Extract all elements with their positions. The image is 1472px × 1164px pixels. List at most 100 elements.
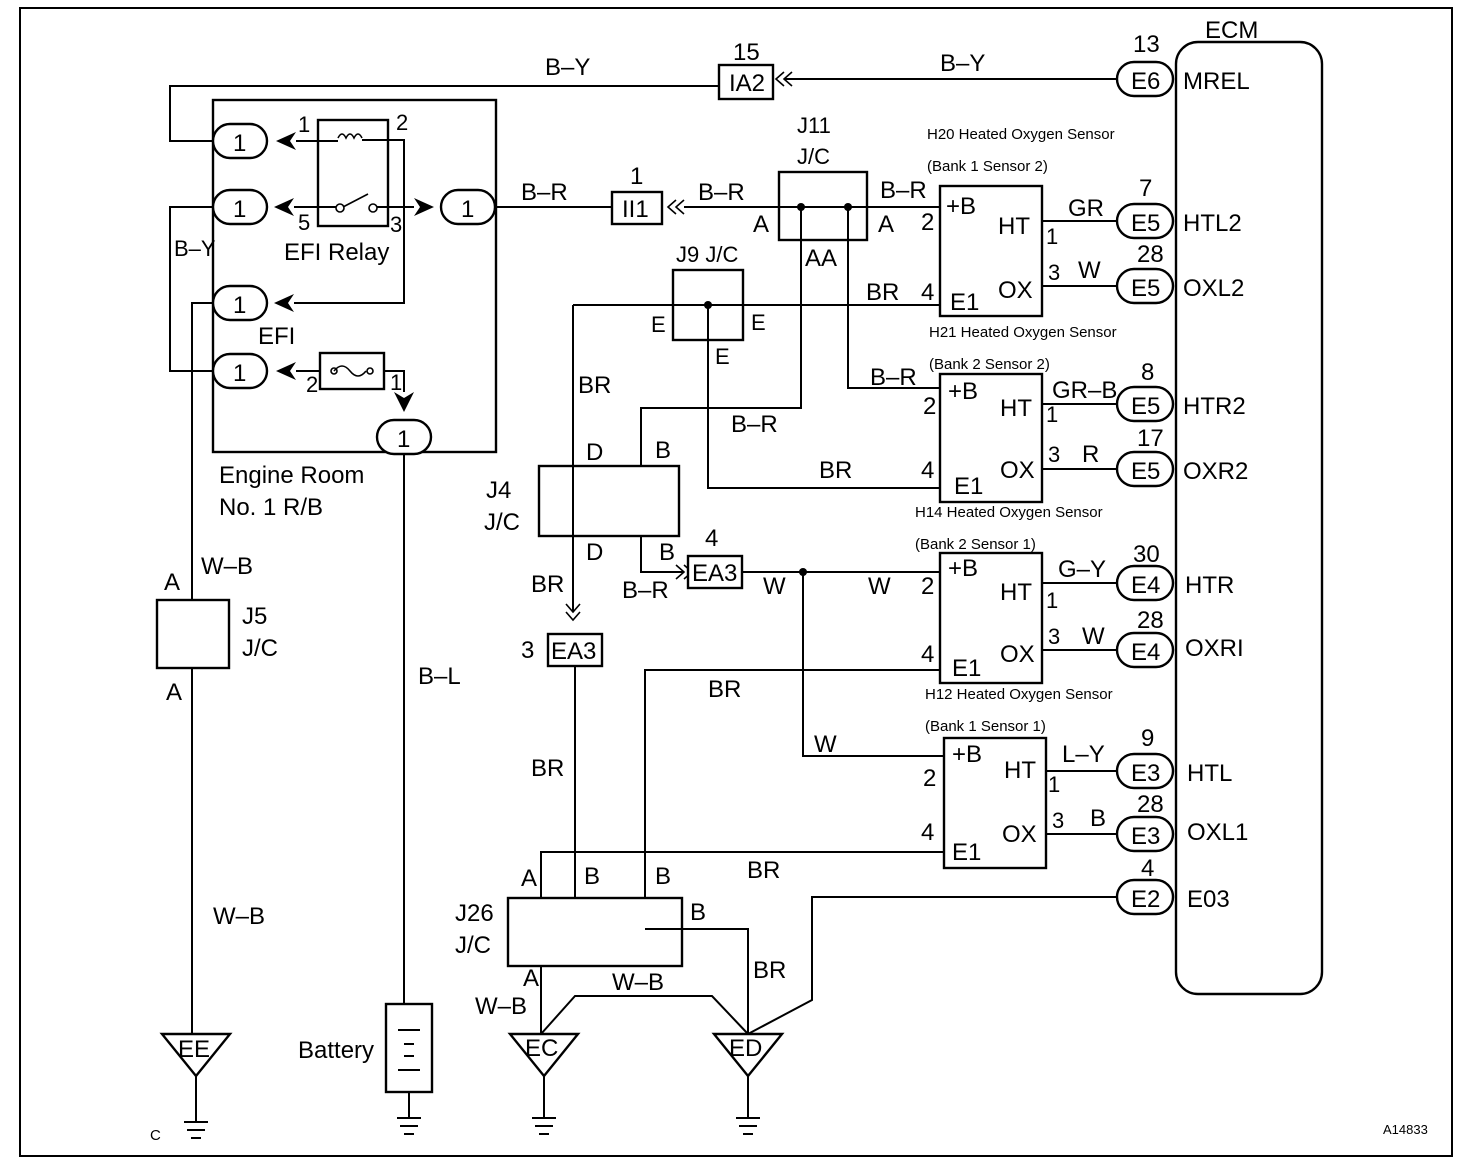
svg-text:HTR: HTR — [1185, 572, 1234, 599]
svg-text:+B: +B — [948, 555, 978, 582]
svg-text:B–R: B–R — [698, 179, 745, 206]
svg-text:B–L: B–L — [418, 663, 461, 690]
ecm-title: ECM — [1205, 17, 1258, 44]
diagram-frame — [19, 7, 1453, 1157]
sensor-h20: H20 Heated Oxygen Sensor (Bank 1 Sensor … — [921, 126, 1115, 318]
svg-text:3: 3 — [1052, 808, 1064, 833]
svg-text:+B: +B — [948, 378, 978, 405]
svg-text:BR: BR — [531, 755, 564, 782]
connector-ea3-upper: EA3 4 W W W — [675, 525, 944, 758]
svg-text:9: 9 — [1141, 725, 1154, 752]
svg-text:8: 8 — [1141, 359, 1154, 386]
svg-text:E5: E5 — [1131, 458, 1160, 485]
svg-text:E3: E3 — [1131, 823, 1160, 850]
ecm-pin-oxr2: E5 17 OXR2 — [1115, 425, 1248, 488]
svg-text:No. 1 R/B: No. 1 R/B — [219, 494, 323, 521]
svg-text:E: E — [715, 344, 730, 369]
svg-text:E5: E5 — [1131, 393, 1160, 420]
connector-ea3-lower: EA3 3 BR — [521, 632, 645, 930]
svg-text:B–R: B–R — [880, 177, 927, 204]
svg-text:H21 Heated Oxygen Sensor: H21 Heated Oxygen Sensor — [929, 324, 1117, 341]
svg-text:OX: OX — [1002, 821, 1037, 848]
ecm-block: ECM — [1174, 17, 1324, 996]
svg-text:MREL: MREL — [1183, 68, 1250, 95]
svg-text:GR–B: GR–B — [1052, 377, 1117, 404]
svg-text:B: B — [690, 899, 706, 926]
sensor-h12: H12 Heated Oxygen Sensor (Bank 1 Sensor … — [921, 686, 1113, 870]
svg-text:OX: OX — [1000, 457, 1035, 484]
svg-text:HTR2: HTR2 — [1183, 393, 1246, 420]
svg-text:Engine Room: Engine Room — [219, 462, 364, 489]
svg-text:A: A — [523, 965, 539, 992]
svg-text:OXRI: OXRI — [1185, 635, 1244, 662]
svg-text:1: 1 — [1046, 402, 1058, 427]
svg-text:L–Y: L–Y — [1062, 741, 1105, 768]
svg-text:AA: AA — [805, 245, 837, 272]
svg-text:(Bank 1 Sensor 1): (Bank 1 Sensor 1) — [925, 718, 1046, 735]
svg-text:HTL: HTL — [1187, 760, 1232, 787]
svg-text:4: 4 — [921, 819, 934, 846]
svg-text:BR: BR — [866, 279, 899, 306]
svg-text:B–Y: B–Y — [174, 236, 216, 261]
svg-text:E6: E6 — [1131, 68, 1160, 95]
svg-text:H12 Heated Oxygen Sensor: H12 Heated Oxygen Sensor — [925, 686, 1113, 703]
ecm-pin-htl2: E5 7 HTL2 — [1115, 175, 1242, 240]
svg-text:A: A — [166, 679, 182, 706]
svg-text:E1: E1 — [952, 655, 981, 682]
svg-text:B–R: B–R — [731, 411, 778, 438]
svg-text:2: 2 — [923, 393, 936, 420]
svg-text:W–B: W–B — [201, 553, 253, 580]
svg-text:W–B: W–B — [213, 903, 265, 930]
svg-text:A: A — [164, 569, 180, 596]
relay-by-wires: B–Y W–B W–B — [169, 206, 265, 1034]
svg-text:2: 2 — [923, 765, 936, 792]
svg-text:OXL1: OXL1 — [1187, 819, 1248, 846]
svg-text:B: B — [655, 437, 671, 464]
svg-text:E5: E5 — [1131, 210, 1160, 237]
svg-text:4: 4 — [921, 457, 934, 484]
svg-text:EFI Relay: EFI Relay — [284, 239, 389, 266]
svg-text:G–Y: G–Y — [1058, 556, 1106, 583]
svg-text:1: 1 — [1046, 588, 1058, 613]
svg-text:1: 1 — [298, 112, 310, 137]
svg-text:II1: II1 — [622, 196, 649, 223]
svg-text:BR: BR — [747, 857, 780, 884]
svg-text:B: B — [584, 863, 600, 890]
svg-text:EFI: EFI — [258, 323, 295, 350]
svg-text:R: R — [1082, 441, 1099, 468]
svg-text:E2: E2 — [1131, 886, 1160, 913]
ground-ed: ED — [711, 1032, 785, 1135]
svg-text:B–R: B–R — [622, 577, 669, 604]
svg-text:7: 7 — [1139, 175, 1152, 202]
svg-text:D: D — [586, 539, 603, 566]
svg-text:B–Y: B–Y — [545, 54, 590, 81]
svg-text:W: W — [814, 731, 837, 758]
ecm-pin-e03: E2 4 E03 — [1115, 855, 1230, 916]
svg-text:EE: EE — [178, 1036, 210, 1063]
svg-text:E3: E3 — [1131, 760, 1160, 787]
ecm-pin-htl: E3 9 HTL — [1115, 725, 1232, 790]
svg-text:GR: GR — [1068, 195, 1104, 222]
svg-text:E1: E1 — [952, 839, 981, 866]
svg-text:1: 1 — [397, 426, 410, 453]
h12-ground-wire: BR — [540, 851, 944, 1034]
svg-text:15: 15 — [733, 39, 760, 66]
svg-text:W–B: W–B — [612, 969, 664, 996]
svg-text:3: 3 — [1048, 260, 1060, 285]
svg-text:Battery: Battery — [298, 1037, 374, 1064]
svg-text:A: A — [753, 211, 769, 238]
svg-text:2: 2 — [396, 110, 408, 135]
svg-text:IA2: IA2 — [729, 70, 765, 97]
svg-text:J11: J11 — [797, 113, 831, 138]
junction-j11: J11 J/C A A AA B–R B–R B–R — [640, 113, 940, 573]
svg-text:3: 3 — [1048, 442, 1060, 467]
svg-text:3: 3 — [1048, 624, 1060, 649]
svg-text:1: 1 — [233, 196, 246, 223]
junction-j9: J9 J/C E E E BR BR — [573, 242, 940, 489]
svg-text:B: B — [655, 863, 671, 890]
svg-text:5: 5 — [298, 210, 310, 235]
svg-text:BR: BR — [531, 571, 564, 598]
svg-text:1: 1 — [461, 196, 474, 223]
svg-text:4: 4 — [921, 641, 934, 668]
svg-text:BR: BR — [578, 372, 611, 399]
